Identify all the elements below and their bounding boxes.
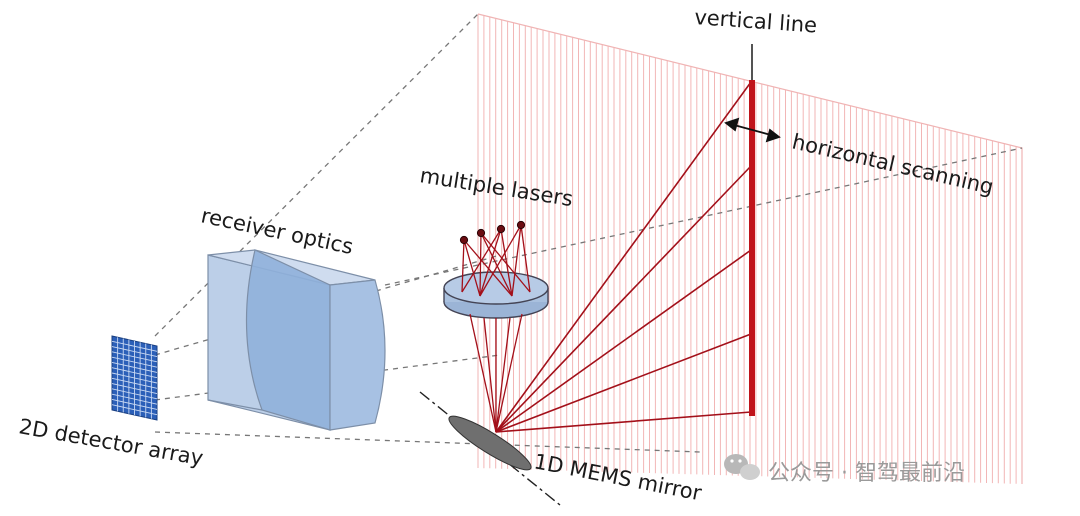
receiver-optics-label: receiver optics xyxy=(199,203,355,259)
laser-emitter xyxy=(476,228,486,238)
laser-beam xyxy=(480,232,513,297)
mems-axis xyxy=(419,391,561,506)
detector-grid-line xyxy=(111,388,158,400)
mems-mirror xyxy=(448,415,532,471)
fan-beam xyxy=(495,333,752,433)
laser-beam xyxy=(479,232,482,297)
laser-beams xyxy=(461,224,531,433)
laser-beam xyxy=(469,313,497,433)
laser-beam xyxy=(463,239,513,297)
laser-beam xyxy=(520,224,531,293)
multiple-lasers-label: multiple lasers xyxy=(418,163,574,211)
detector-grid-line xyxy=(111,398,158,410)
laser-beam xyxy=(479,224,522,297)
fan-beam xyxy=(495,165,752,433)
vertical-line-label: vertical line xyxy=(694,5,818,38)
detector-grid-line xyxy=(111,361,158,373)
detector-grid-line xyxy=(111,377,158,389)
detector-array xyxy=(111,335,158,421)
laser-lens xyxy=(443,271,549,319)
detector-grid-line xyxy=(111,372,158,384)
laser-beam xyxy=(495,317,511,433)
watermark-text: 公众号 · 智驾最前沿 xyxy=(768,461,965,486)
laser-beam xyxy=(480,232,531,293)
vertical-line-bar xyxy=(749,80,755,416)
receiver-optics-curved-face xyxy=(329,279,386,431)
fan-beam xyxy=(495,249,752,433)
detector-grid-line xyxy=(111,383,158,395)
detector-grid-line xyxy=(111,404,158,416)
laser-beam xyxy=(500,228,513,297)
mems-mirror-label: 1D MEMS mirror xyxy=(532,449,704,505)
detector-grid-line xyxy=(111,367,158,379)
laser-beam xyxy=(511,224,522,297)
detector-grid-line xyxy=(111,393,158,405)
laser-beam xyxy=(483,317,497,433)
fan-beams xyxy=(495,81,752,433)
detector-array-label: 2D detector array xyxy=(17,414,205,470)
laser-beam xyxy=(461,228,502,293)
horizontal-scan-arrow xyxy=(724,117,781,143)
fan-beam xyxy=(495,81,752,433)
watermark: 公众号 · 智驾最前沿 xyxy=(724,454,965,486)
laser-beam xyxy=(479,228,502,297)
laser-emitter xyxy=(496,224,506,234)
wechat-icon xyxy=(724,454,760,480)
detector-grid-line xyxy=(111,346,158,358)
detector-grid-line xyxy=(111,351,158,363)
detector-grid-line xyxy=(111,340,158,352)
laser-emitters xyxy=(459,220,526,245)
fan-beam xyxy=(495,411,752,433)
scan-field xyxy=(477,14,1023,484)
laser-beam xyxy=(495,313,523,433)
laser-beam xyxy=(463,239,481,297)
laser-emitter xyxy=(459,235,469,245)
receiver-optics xyxy=(207,249,386,431)
laser-emitter xyxy=(516,220,526,230)
detector-grid-line xyxy=(111,356,158,368)
laser-beam xyxy=(461,239,465,293)
